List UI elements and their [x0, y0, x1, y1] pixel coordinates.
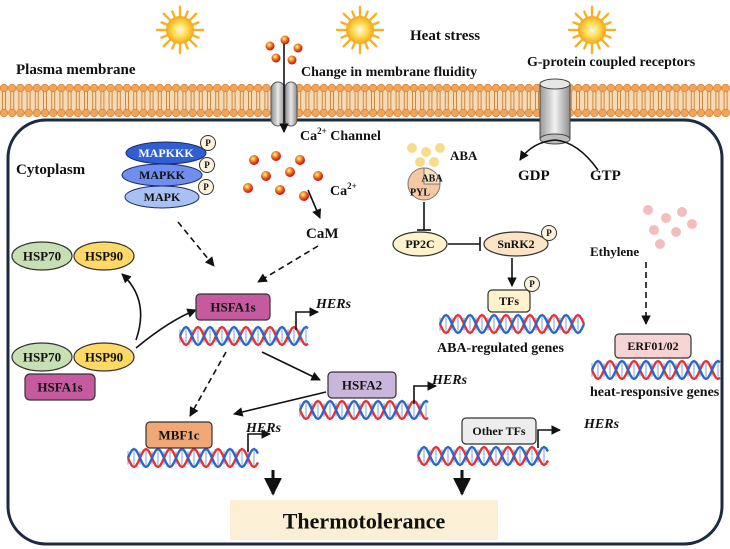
svg-text:P: P: [203, 182, 209, 192]
pp2c-node: [392, 231, 448, 257]
receptor-aba-label: ABA: [421, 174, 443, 185]
hers-label: HERs: [245, 421, 282, 436]
aba-genes-label: ABA-regulated genes: [437, 341, 564, 356]
svg-text:P: P: [204, 160, 210, 170]
hsp90-label: HSP90: [85, 350, 123, 365]
calcium-channel-icon: [270, 81, 298, 127]
other-tfs-node: [461, 417, 537, 445]
calcium-ions-inside: [243, 151, 323, 201]
mapkkk-label: MAPKKK: [138, 146, 194, 160]
tfs-node: [487, 289, 531, 313]
cam-label: CaM: [306, 226, 339, 242]
thermotolerance-label: Thermotolerance: [283, 509, 446, 534]
tfs-label: TFs: [499, 294, 519, 308]
dna-helix-icon: [590, 359, 721, 381]
dna-helix-icon: [178, 325, 309, 347]
gpcr-receptor-icon: [539, 78, 571, 145]
mbf1c-label: MBF1c: [158, 428, 199, 443]
gtp-label: GTP: [590, 168, 621, 184]
erf-label: ERF01/02: [627, 339, 678, 353]
mapk-label: MAPK: [144, 190, 181, 204]
sun-icon: [567, 5, 617, 55]
hsfa1s-to-mbf1c-arrow: [189, 351, 227, 417]
hsfa2-node: [327, 371, 397, 399]
thermotolerance-box: [230, 500, 498, 540]
phospho-badge: P: [199, 157, 215, 173]
phospho-badge: P: [524, 276, 540, 292]
sun-icons: [155, 5, 617, 55]
membrane-fluidity-label: Change in membrane fluidity: [301, 65, 477, 80]
hsfa1s-label: HSFA1s: [210, 300, 255, 315]
snrk2-label: SnRK2: [497, 237, 534, 251]
sun-icon: [335, 5, 385, 55]
mbf1c-node: [145, 421, 213, 449]
hsfa1s-bound-label: HSFA1s: [37, 380, 82, 395]
hers-promoter: HERs: [245, 421, 282, 452]
snrk2-node: [483, 231, 549, 257]
ca-channel-label: Ca2+ Channel: [300, 126, 381, 144]
hers-promoter: HERs: [537, 417, 620, 448]
ca-to-cam-arrow: [307, 189, 322, 219]
svg-text:P: P: [529, 279, 535, 289]
phospho-badge: P: [198, 179, 214, 195]
dna-helix-icon: [298, 399, 429, 421]
phospho-badge: P: [200, 135, 216, 151]
aba-label: ABA: [450, 148, 478, 163]
hers-label: HERs: [315, 297, 352, 312]
plasma-membrane-bilayer: [0, 83, 730, 118]
hsp90-label: HSP90: [85, 249, 123, 264]
dna-helices: [126, 313, 721, 469]
cam-to-hsfa1s-arrow: [257, 245, 319, 283]
hsp70-label: HSP70: [23, 350, 61, 365]
gdp-label: GDP: [518, 168, 550, 184]
heat-genes-label: heat-responsive genes: [590, 385, 720, 400]
svg-text:P: P: [546, 228, 552, 238]
mapk-node: [124, 185, 200, 209]
erf-node: [614, 333, 692, 359]
hsfa1s-node: [195, 293, 271, 321]
hers-promoter: HERs: [295, 297, 352, 330]
dna-helix-icon: [438, 313, 586, 335]
gtp-gdp-arrow: [519, 139, 599, 171]
aba-pyl-receptor-icon: ABA PYL: [407, 167, 443, 201]
hsp-bound-hsfa1s-complex: HSP70 HSP90 HSFA1s: [11, 342, 135, 401]
receptor-pyl-label: PYL: [410, 188, 430, 199]
sun-icon: [155, 5, 205, 55]
ethylene-label: Ethylene: [590, 244, 639, 259]
plasma-membrane-label: Plasma membrane: [16, 62, 136, 78]
gpcr-label: G-protein coupled receptors: [527, 55, 696, 70]
dna-helix-icon: [126, 447, 260, 469]
cytoplasm-label: Cytoplasm: [16, 162, 86, 178]
hsfa1s-to-hsfa2-arrow: [261, 351, 321, 381]
phospho-badge: P: [541, 225, 557, 241]
dna-helix-icon: [416, 445, 550, 467]
hsfa2-to-mbf1c-arrow: [233, 391, 327, 417]
hsp70-label: HSP70: [23, 249, 61, 264]
mapkk-label: MAPKK: [139, 168, 186, 182]
hers-label: HERs: [583, 417, 620, 432]
svg-text:P: P: [205, 138, 211, 148]
other-tfs-label: Other TFs: [472, 424, 526, 438]
pp2c-label: PP2C: [405, 237, 434, 251]
hers-label: HERs: [431, 373, 468, 388]
aba-molecules: [407, 143, 445, 167]
release-hsfa1s-arrow: [135, 308, 197, 349]
ethylene-molecules: [643, 205, 697, 249]
ca-ion-label: Ca2+: [330, 181, 357, 199]
hsfa2-label: HSFA2: [342, 378, 382, 393]
hsp70-hsp90-complex-free: HSP70 HSP90: [11, 241, 135, 271]
mapk-cascade: MAPKKK MAPKK MAPK P P P: [121, 135, 216, 209]
heat-stress-label: Heat stress: [410, 28, 480, 44]
hers-promoter: HERs: [413, 373, 468, 404]
calcium-ions-outside: [265, 35, 303, 65]
release-hsp-arrow: [121, 273, 142, 341]
